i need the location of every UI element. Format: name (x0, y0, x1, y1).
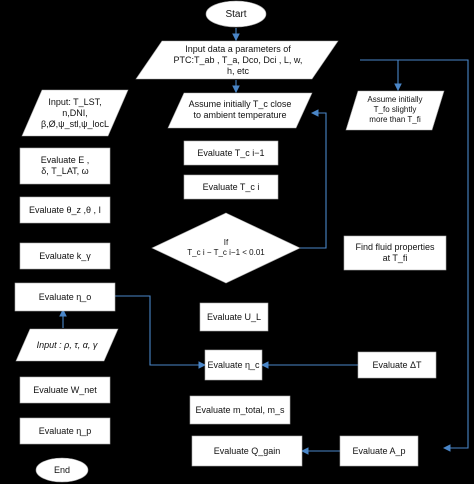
shapes (14, 0, 447, 483)
start-label: Start (225, 8, 247, 20)
eval-tci1-label: Evaluate T_c i−1 (197, 147, 265, 158)
assume-tc-shape (167, 92, 313, 129)
eval-mtotal-shape (189, 395, 291, 425)
eval-tci-shape (183, 174, 279, 200)
eval-dt-label: Evaluate ΔT (372, 359, 422, 370)
eval-mtotal-label: Evaluate m_total, m_s (195, 404, 285, 415)
arrow-eta-o-to-eta-c (115, 295, 207, 369)
arrow-input-to-right-edge (360, 59, 469, 452)
eval-eta-o-label: Evaluate η_o (38, 291, 92, 302)
eval-eta-p-label: Evaluate η_p (38, 425, 92, 436)
eval-qgain-label: Evaluate Q_gain (213, 445, 281, 456)
arrow-decision-loop (300, 109, 327, 249)
eval-theta-shape (19, 196, 111, 224)
connectors (59, 28, 469, 455)
input-optical-shape (15, 328, 119, 362)
eval-dt-shape (357, 351, 437, 379)
eval-ap-label: Evaluate A_p (352, 445, 406, 456)
eval-kgamma-shape (19, 242, 111, 270)
eval-eta-c-label: Evaluate η_c (207, 359, 260, 370)
eval-wnet-label: Evaluate W_net (33, 384, 97, 395)
eval-ul-shape (199, 302, 269, 332)
eval-tci-label: Evaluate T_c i (202, 181, 260, 192)
eval-eta-o-shape (14, 282, 116, 312)
eval-ap-shape (339, 435, 419, 467)
eval-e-label: Evaluate E ,δ, T_LAT, ω (40, 155, 90, 176)
eval-kgamma-label: Evaluate k_γ (39, 250, 91, 261)
fluid-props-shape (343, 235, 447, 271)
start-terminal (205, 0, 267, 28)
assume-tfo-shape (345, 90, 445, 131)
input-lst-shape (21, 89, 129, 137)
arrow-input-to-assume-tfo (360, 59, 402, 92)
end-terminal (35, 457, 89, 483)
end-label: End (53, 464, 70, 475)
eval-ul-label: Evaluate U_L (206, 311, 262, 322)
input-ptc-shape (135, 40, 339, 80)
eval-wnet-shape (19, 376, 111, 404)
input-optical-label: Input : ρ, τ, α, γ (36, 339, 98, 350)
eval-eta-p-shape (19, 417, 111, 445)
eval-theta-label: Evaluate θ_z ,θ , I (28, 204, 102, 215)
eval-e-shape (19, 147, 111, 185)
eval-eta-c-shape (204, 349, 263, 381)
eval-qgain-shape (191, 435, 303, 467)
decision-shape (151, 212, 301, 284)
input-lst-label: Input: T_LST,n,DNI,β,Ø,ψ_stl,ψ_locL (40, 96, 110, 129)
eval-tci1-shape (183, 140, 279, 166)
